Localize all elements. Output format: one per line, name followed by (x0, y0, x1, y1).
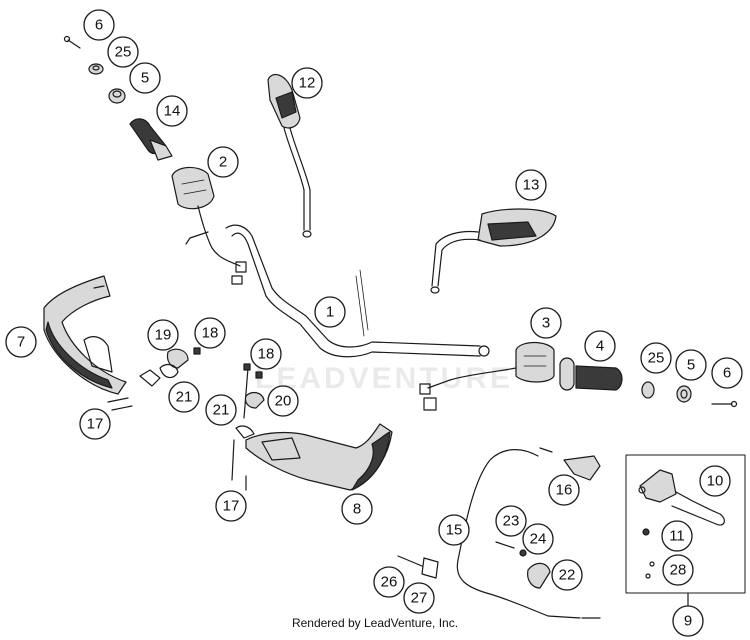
svg-text:18: 18 (202, 325, 219, 342)
svg-text:26: 26 (381, 574, 398, 591)
part-left-handguard (43, 275, 127, 395)
part-clutch-cable (456, 447, 601, 619)
svg-text:5: 5 (687, 357, 695, 374)
svg-text:2: 2 (219, 154, 227, 171)
callout-6-top: 6 (83, 9, 115, 41)
callout-28: 28 (662, 554, 694, 586)
svg-text:6: 6 (723, 365, 731, 382)
part-right-grip (559, 357, 623, 391)
footer-credit: Rendered by LeadVenture, Inc. (291, 616, 459, 630)
svg-text:3: 3 (542, 315, 550, 332)
callout-5-top: 5 (129, 62, 161, 94)
part-screw-right (711, 400, 738, 408)
callout-21-left: 21 (168, 381, 200, 413)
svg-text:13: 13 (523, 177, 540, 194)
callout-6-right: 6 (711, 357, 743, 389)
watermark-text: LEADVENTURE (255, 362, 514, 395)
callout-15: 15 (438, 514, 470, 546)
callout-5-right: 5 (675, 349, 707, 381)
part-bar-end-top-left (108, 88, 126, 104)
part-left-grip (129, 118, 173, 161)
callout-14: 14 (156, 95, 188, 127)
part-left-clamp (107, 347, 201, 411)
part-washer-top-left (88, 63, 104, 75)
callout-9: 9 (672, 592, 704, 637)
svg-text:10: 10 (707, 473, 724, 490)
callout-25-right: 25 (640, 342, 672, 374)
svg-text:23: 23 (503, 513, 520, 530)
svg-text:9: 9 (684, 613, 692, 630)
callout-10: 10 (699, 465, 731, 497)
svg-text:25: 25 (648, 350, 665, 367)
svg-text:19: 19 (155, 327, 172, 344)
part-left-mirror (267, 73, 312, 238)
callout-17-right: 17 (215, 490, 247, 522)
part-handlebar (225, 224, 490, 358)
svg-text:25: 25 (115, 44, 132, 61)
callout-24: 24 (522, 523, 554, 555)
callout-8: 8 (341, 493, 373, 525)
part-left-switch-housing (171, 166, 247, 285)
callout-18-right: 18 (250, 338, 282, 370)
svg-text:22: 22 (559, 567, 576, 584)
callout-20: 20 (267, 385, 299, 417)
callout-18-left: 18 (194, 317, 226, 349)
part-right-switch-housing (419, 341, 555, 411)
svg-text:16: 16 (556, 482, 573, 499)
callout-19: 19 (147, 319, 179, 351)
svg-text:17: 17 (87, 416, 104, 433)
svg-text:21: 21 (213, 402, 230, 419)
callout-11: 11 (661, 520, 693, 552)
callout-23: 23 (495, 505, 527, 537)
svg-text:27: 27 (411, 590, 428, 607)
part-right-handguard (245, 423, 393, 491)
svg-text:18: 18 (258, 346, 275, 363)
callout-17-left: 17 (79, 408, 111, 440)
svg-text:28: 28 (670, 562, 687, 579)
callout-13: 13 (515, 169, 547, 201)
callout-27: 27 (403, 582, 435, 614)
svg-text:14: 14 (164, 103, 181, 120)
svg-text:21: 21 (176, 389, 193, 406)
part-clutch-lever-box (625, 454, 746, 594)
part-bar-end-right (676, 385, 692, 403)
svg-text:12: 12 (299, 75, 316, 92)
svg-text:11: 11 (669, 528, 685, 545)
svg-text:15: 15 (446, 522, 463, 539)
part-right-clamp (231, 363, 265, 491)
svg-text:4: 4 (596, 338, 604, 355)
svg-text:7: 7 (17, 334, 25, 351)
callout-7: 7 (5, 326, 37, 358)
svg-text:20: 20 (275, 393, 292, 410)
svg-text:5: 5 (141, 70, 149, 87)
part-washer-right (641, 381, 655, 399)
part-screw-top-left (63, 35, 81, 49)
part-cable-fitting (563, 455, 601, 481)
svg-text:17: 17 (223, 498, 240, 515)
svg-text:8: 8 (353, 501, 361, 518)
callout-2: 2 (207, 146, 239, 178)
callout-26: 26 (373, 566, 405, 598)
callout-1: 1 (314, 296, 346, 328)
part-small-fittings (397, 541, 551, 589)
callout-22: 22 (551, 559, 583, 591)
callout-21-right: 21 (205, 394, 237, 426)
svg-text:24: 24 (530, 531, 547, 548)
svg-text:1: 1 (326, 304, 334, 321)
callout-25-top: 25 (107, 36, 139, 68)
part-right-mirror (430, 208, 557, 294)
callout-12: 12 (291, 67, 323, 99)
callout-16: 16 (548, 474, 580, 506)
svg-text:6: 6 (95, 17, 103, 34)
callout-3: 3 (530, 307, 562, 339)
callout-4: 4 (584, 330, 616, 362)
